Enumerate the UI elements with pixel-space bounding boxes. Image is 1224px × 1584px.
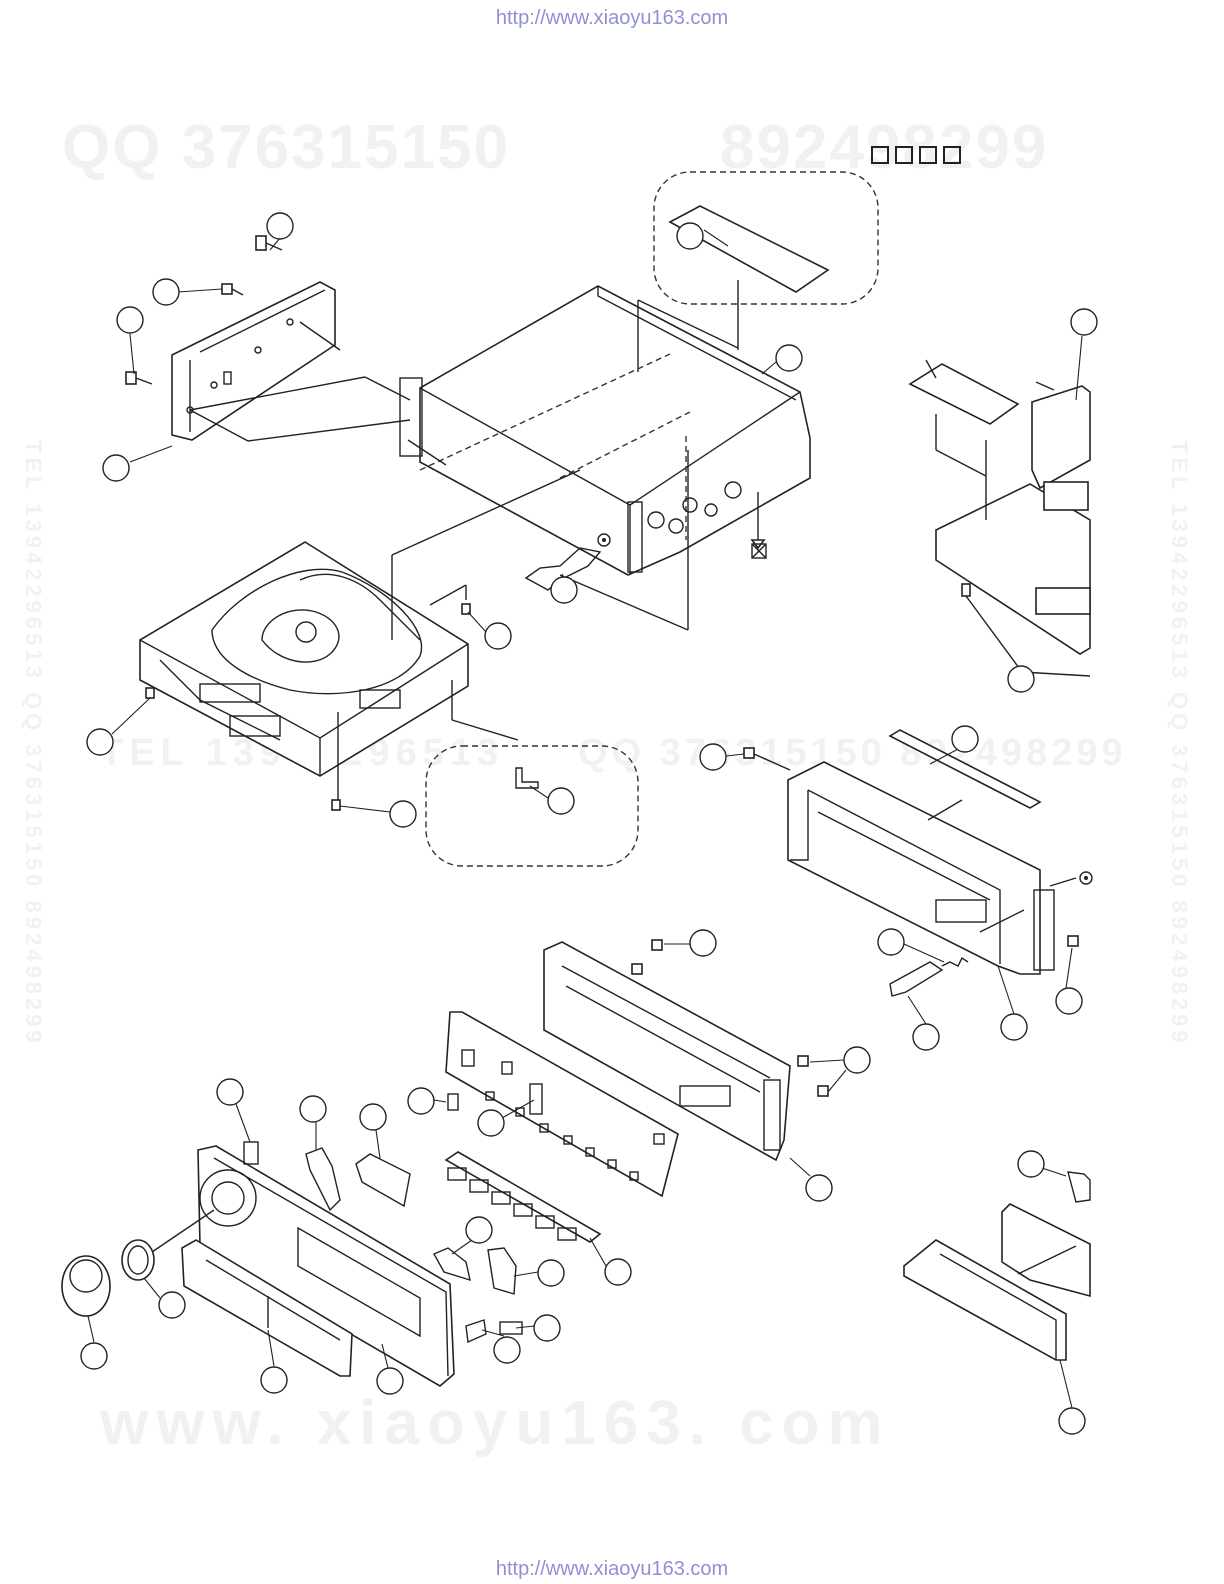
callout-circle <box>534 1315 560 1341</box>
callout-circle <box>913 1024 939 1050</box>
callout-circle <box>117 307 143 333</box>
callout-circle <box>466 1217 492 1243</box>
release-lever <box>890 962 942 996</box>
callout-circle <box>1001 1014 1027 1040</box>
callout-circle <box>538 1260 564 1286</box>
callout-circle <box>87 729 113 755</box>
callout-circle <box>217 1079 243 1105</box>
callout-circle <box>806 1175 832 1201</box>
callout-circle <box>81 1343 107 1369</box>
callout-circle <box>551 577 577 603</box>
callout-circle <box>700 744 726 770</box>
callout-circle <box>390 801 416 827</box>
mechanism-detail <box>426 746 638 866</box>
cd-mechanism <box>140 470 580 802</box>
screw-icon <box>818 1086 828 1096</box>
callout-circle <box>360 1104 386 1130</box>
panel-holder <box>904 1172 1090 1360</box>
front-panel <box>198 1142 522 1386</box>
side-bracket <box>172 282 410 441</box>
main-pcb <box>910 360 1090 676</box>
screw-icon <box>962 584 970 596</box>
screw-icon <box>126 372 152 384</box>
main-chassis <box>400 286 810 575</box>
callout-circle <box>690 930 716 956</box>
callout-circle <box>1018 1151 1044 1177</box>
callout-circle <box>485 623 511 649</box>
screw-icon <box>632 964 642 974</box>
callout-circle <box>494 1337 520 1363</box>
callout-circle <box>267 213 293 239</box>
callout-circle <box>408 1088 434 1114</box>
callout-circle <box>478 1110 504 1136</box>
screw-icon <box>652 940 662 950</box>
footer-url[interactable]: http://www.xiaoyu163.com <box>0 1558 1224 1581</box>
screw-icon <box>146 688 154 698</box>
callout-circle <box>377 1368 403 1394</box>
screw-icon <box>1068 936 1078 946</box>
screw-icon <box>744 748 754 758</box>
callout-circle <box>1056 988 1082 1014</box>
callout-circle <box>103 455 129 481</box>
front-chassis <box>744 730 1092 996</box>
callout-circle <box>952 726 978 752</box>
callout-circle <box>300 1096 326 1122</box>
callout-circle <box>844 1047 870 1073</box>
callout-circle <box>878 929 904 955</box>
callout-circle <box>776 345 802 371</box>
callout-circle <box>1059 1408 1085 1434</box>
callout-circle <box>153 279 179 305</box>
callout-circle <box>548 788 574 814</box>
callout-circle <box>605 1259 631 1285</box>
screw-icon <box>798 1056 808 1066</box>
callout-circle <box>1071 309 1097 335</box>
callout-circle <box>677 223 703 249</box>
callout-circle <box>159 1292 185 1318</box>
screw-icon <box>222 284 243 295</box>
callout-circle <box>1008 666 1034 692</box>
callout-circle <box>261 1367 287 1393</box>
screw-icon <box>332 800 340 810</box>
